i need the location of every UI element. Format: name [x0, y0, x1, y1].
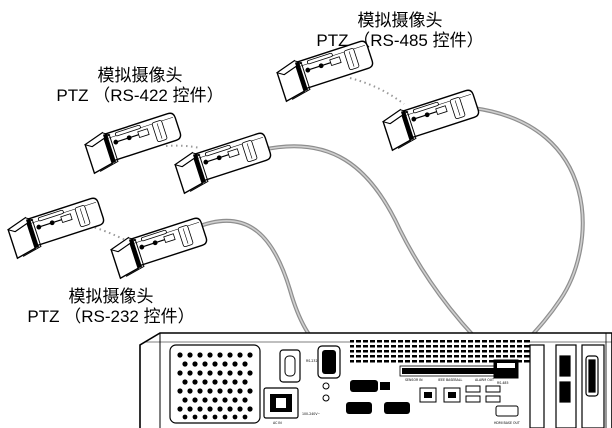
rs232-port-label: RS-232: [306, 359, 317, 363]
cable-rs485-inner: [472, 107, 584, 363]
expansion-slots: [529, 344, 605, 428]
label-rs422-line1: 模拟摄像头: [97, 66, 183, 85]
label-rs422-line2: PTZ （RS-422 控件）: [56, 86, 224, 105]
label-rs232-line1: 模拟摄像头: [68, 287, 154, 306]
alarm-out-text: ALARM OUT: [475, 378, 494, 382]
recorder-back-panel: AC IN 100-240V~ RS-232 SENSOR IN IEEE BA…: [139, 332, 612, 428]
dotted-link-rs422: [165, 144, 201, 149]
usb-port-3: [485, 385, 501, 393]
voltage-text: 100-240V~: [302, 412, 320, 416]
cable-rs422: [260, 144, 502, 364]
audio-jack-out: [322, 394, 330, 402]
fan-grill: [169, 344, 261, 424]
hdmi-port: [495, 405, 519, 417]
dotted-link-rs485: [349, 77, 405, 105]
cable-rs422-inner: [261, 145, 501, 363]
rs232-port: RS-232: [306, 345, 341, 379]
camera-rs422-b: [172, 129, 275, 194]
camera-rs232-a: [5, 194, 108, 259]
ac-in-text: AC IN: [273, 421, 282, 425]
label-block: [380, 382, 390, 390]
sensor-in-text: SENSOR IN: [405, 378, 423, 382]
rs485-port-label: RS-485: [497, 381, 508, 385]
camera-rs232-b: [108, 214, 211, 279]
camera-rs485-b: [380, 86, 483, 151]
rs485-port: RS-485: [493, 359, 519, 385]
usb-port-4: [485, 395, 501, 403]
label-rs232-line2: PTZ （RS-232 控件）: [27, 307, 195, 326]
hdmi-text: HDMI BASE OUT: [494, 421, 520, 425]
label-rs422: 模拟摄像头 PTZ （RS-422 控件）: [40, 66, 240, 106]
serial-port-2: [346, 402, 372, 414]
serial-port-3: [384, 402, 410, 414]
audio-jack-in: [322, 382, 330, 390]
serial-port-1: [350, 380, 378, 392]
camera-rs422-a: [82, 109, 185, 174]
label-rs485-line1: 模拟摄像头: [357, 11, 443, 30]
camera-rs485-a: [274, 37, 377, 102]
usb-port-1: [465, 385, 481, 393]
label-rs232: 模拟摄像头 PTZ （RS-232 控件）: [8, 287, 214, 327]
cable-rs485: [471, 106, 585, 364]
usb-port-2: [465, 395, 481, 403]
ieee-baseball-text: IEEE BASEBALL: [438, 378, 463, 382]
cable-rs232: [193, 218, 326, 352]
